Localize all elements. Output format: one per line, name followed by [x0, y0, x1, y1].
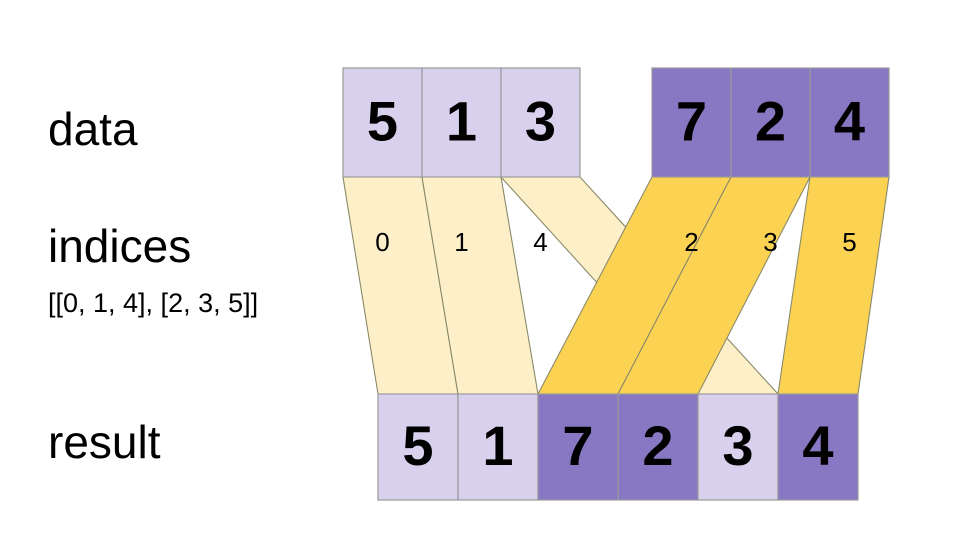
- data-cell-value: 5: [367, 89, 398, 152]
- index-ribbon-5: [777, 176, 890, 395]
- data-cell: [342, 67, 423, 178]
- index-label-1: 1: [454, 227, 468, 257]
- index-label-3: 3: [763, 227, 777, 257]
- result-cell-value: 2: [642, 414, 673, 477]
- result-cell: [617, 393, 699, 501]
- data-cell: [809, 67, 890, 178]
- row-label-data: data: [48, 103, 138, 155]
- row-label-indices: indices: [48, 220, 191, 272]
- indices-value-label: [[0, 1, 4], [2, 3, 5]]: [48, 288, 258, 318]
- index-label-5: 5: [842, 227, 856, 257]
- index-label-group: 0 1 4 2 3 5: [375, 227, 856, 257]
- data-cell: [421, 67, 502, 178]
- index-label-0: 0: [375, 227, 389, 257]
- data-cell-value: 3: [525, 89, 556, 152]
- result-cell-value: 3: [722, 414, 753, 477]
- result-cell-value: 5: [402, 414, 433, 477]
- data-cell: [730, 67, 811, 178]
- result-cell: [457, 393, 539, 501]
- index-label-2: 2: [684, 227, 698, 257]
- result-cell-value: 4: [802, 414, 833, 477]
- data-cell-value: 2: [755, 89, 786, 152]
- data-cell: [651, 67, 732, 178]
- row-label-result: result: [48, 416, 161, 468]
- result-cell-value: 1: [482, 414, 513, 477]
- ribbon-group: [342, 176, 890, 395]
- result-cell-value: 7: [562, 414, 593, 477]
- data-cell-value: 1: [446, 89, 477, 152]
- data-cell-value: 4: [834, 89, 865, 152]
- result-cell: [697, 393, 779, 501]
- data-cell: [500, 67, 581, 178]
- result-cell: [777, 393, 859, 501]
- data-cell-value: 7: [676, 89, 707, 152]
- index-label-4: 4: [533, 227, 547, 257]
